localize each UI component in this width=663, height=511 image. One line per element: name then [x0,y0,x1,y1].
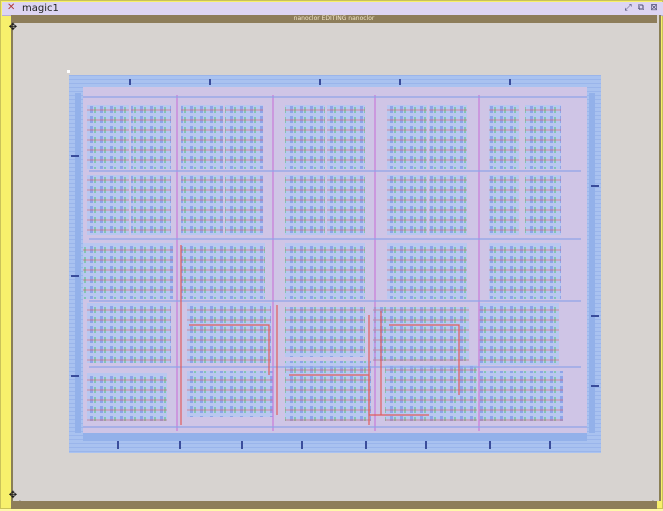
maximize-icon[interactable]: ⤢ [624,3,632,13]
restore-icon[interactable]: ⧉ [637,3,645,13]
title-bar[interactable]: ✕ magic1 ⤢ ⧉ ⊠ [2,2,663,16]
cell-blocks [83,105,563,421]
caption-bar: nanoclor EDITING nanoclor [11,15,657,23]
chip-layout [69,75,601,453]
bottom-left-cross-arrows-icon[interactable]: ✥ [8,490,18,501]
horizontal-scrollbar[interactable] [11,501,657,509]
close-icon[interactable]: ⊠ [650,3,658,13]
window-title: magic1 [22,3,59,14]
io-pads [71,79,599,449]
origin-marker [67,70,70,73]
window-controls: ⤢ ⧉ ⊠ [623,3,659,13]
routing-wires [83,95,587,431]
close-x-icon[interactable]: ✕ [7,2,16,13]
caption-text: nanoclor EDITING nanoclor [293,15,375,22]
top-left-cross-arrows-icon[interactable]: ✥ [8,22,18,33]
